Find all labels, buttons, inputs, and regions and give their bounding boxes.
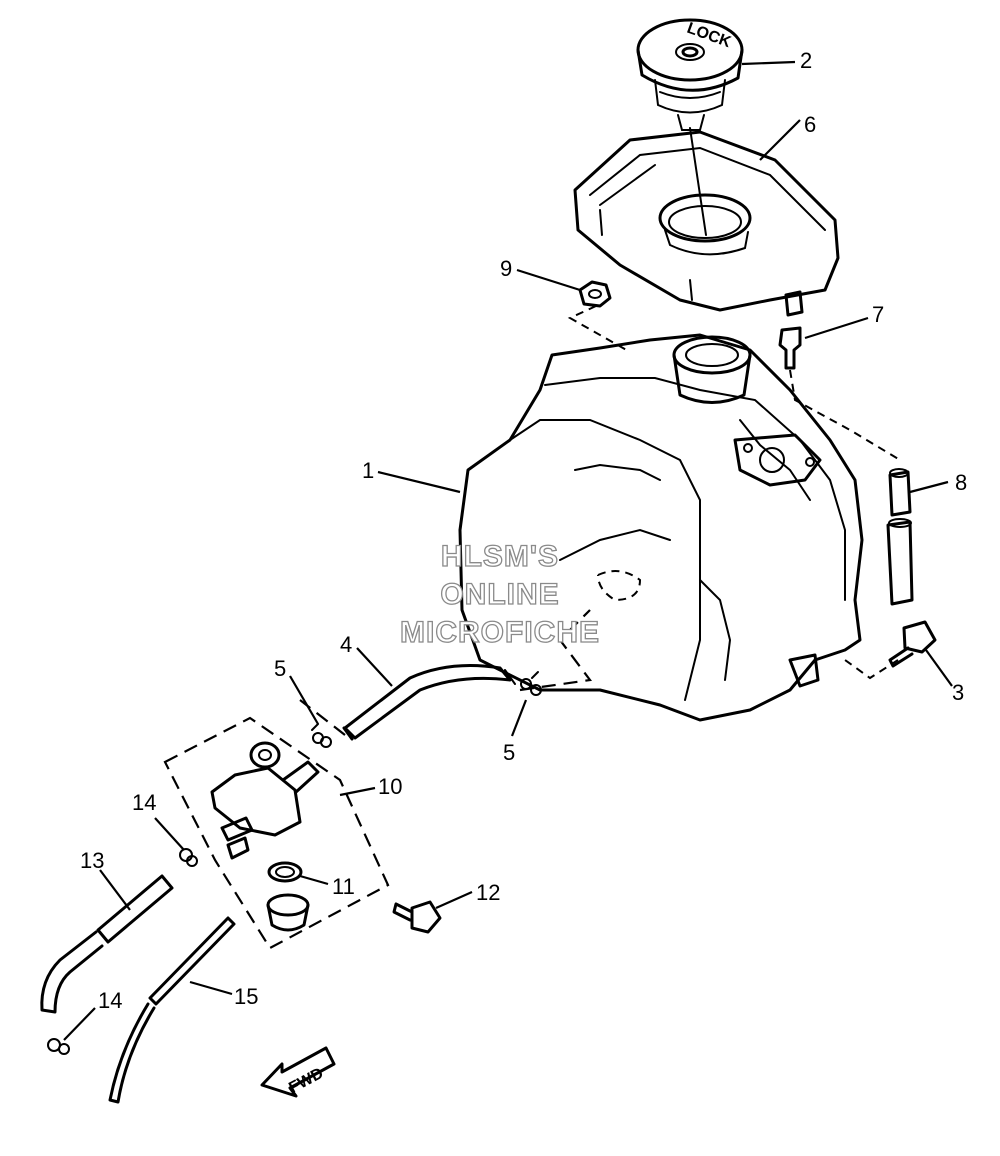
strainer-cup: [266, 893, 310, 932]
fuel-cock: [163, 716, 390, 950]
callout-6: 6: [804, 112, 816, 137]
callout-7: 7: [872, 302, 884, 327]
bolt-cock: [392, 900, 442, 934]
hose-15: [108, 916, 236, 1104]
callout-3: 3: [952, 680, 964, 705]
callout-14-upper: 14: [132, 790, 156, 815]
breather-pipe: [886, 468, 914, 606]
gasket: [267, 861, 303, 883]
hose-clip-14-lower: [47, 1038, 70, 1055]
callout-4: 4: [340, 632, 352, 657]
callout-5-lower: 5: [503, 740, 515, 765]
callout-10: 10: [378, 774, 402, 799]
watermark-line-3: MICROFICHE: [400, 616, 600, 649]
fwd-direction-arrow: FWD: [260, 1046, 336, 1098]
callout-9: 9: [500, 256, 512, 281]
callout-14-lower: 14: [98, 988, 122, 1013]
nut: [567, 280, 631, 353]
fuel-cap: LOCK: [636, 18, 744, 236]
callout-labels: 1 2 3 4 5 5 6 7 8 9 10 11 12 13 14 14 15: [80, 48, 967, 1013]
callout-5-upper: 5: [274, 656, 286, 681]
fitting: [778, 326, 901, 461]
hose-clip-14-upper: [179, 848, 198, 867]
callout-11: 11: [332, 874, 355, 899]
callout-8: 8: [955, 470, 967, 495]
watermark: HLSM'S ONLINE MICROFICHE: [399, 539, 600, 649]
callout-1: 1: [362, 458, 374, 483]
fwd-label: FWD: [286, 1065, 326, 1097]
hose-13: [40, 874, 174, 1014]
callout-15: 15: [234, 984, 258, 1009]
callout-12: 12: [476, 880, 500, 905]
fuel-tank: [458, 333, 864, 722]
hose-clip-upper: [311, 723, 332, 748]
bolt-right: [844, 620, 937, 680]
fuel-hose: [342, 664, 516, 741]
callout-13: 13: [80, 848, 104, 873]
watermark-line-1: HLSM'S: [441, 540, 559, 573]
leader-lines: [63, 60, 953, 1041]
tank-cover: [573, 130, 840, 317]
callout-2: 2: [800, 48, 812, 73]
watermark-line-2: ONLINE: [440, 578, 559, 611]
